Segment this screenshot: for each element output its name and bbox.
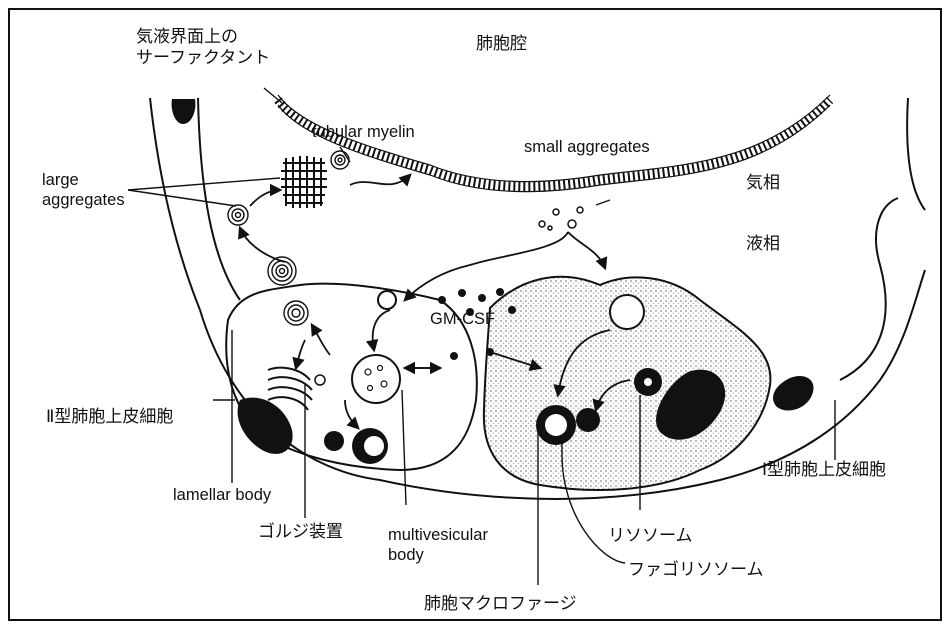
wall-capillary-shape — [172, 99, 196, 124]
mac-lysosome — [576, 408, 600, 432]
label-air-liquid-surfactant: 気液界面上の サーファクタント — [136, 27, 270, 68]
small-aggregate-vesicles — [539, 207, 583, 230]
label-gas-phase: 気相 — [746, 173, 780, 194]
phagolysosome-inner — [364, 436, 384, 456]
label-type2-cell: Ⅱ型肺胞上皮細胞 — [46, 407, 173, 428]
tubular-myelin-grid — [281, 156, 327, 208]
label-phagolysosome: ファゴリソソーム — [628, 560, 764, 581]
label-golgi: ゴルジ装置 — [258, 522, 343, 543]
type1-nucleus — [773, 376, 814, 410]
label-large-aggregates: large aggregates — [42, 170, 125, 210]
mac-phagolysosome-inner — [545, 414, 567, 436]
lysosome-dot-a — [324, 431, 344, 451]
lysosome-dot-b-inner — [644, 378, 652, 386]
label-alveolar-space: 肺胞腔 — [476, 34, 527, 55]
golgi-vesicle — [315, 375, 325, 385]
label-tubular-myelin: tubular myelin — [312, 122, 415, 142]
label-multivesicular-body: multivesicular body — [388, 525, 488, 565]
label-lysosome: リソソーム — [608, 526, 693, 547]
label-alveolar-macrophage: 肺胞マクロファージ — [424, 594, 577, 615]
multivesicular-body-shape — [352, 355, 400, 403]
exocytosis-vesicle — [378, 291, 396, 309]
label-type1-cell: Ⅰ型肺胞上皮細胞 — [762, 460, 886, 481]
label-liquid-phase: 液相 — [746, 234, 780, 255]
uptake-vesicle — [610, 295, 644, 329]
label-gm-csf: GM-CSF — [430, 309, 495, 329]
label-small-aggregates: small aggregates — [524, 137, 650, 157]
type2-nucleus — [238, 398, 293, 454]
label-lamellar-body: lamellar body — [173, 485, 271, 505]
